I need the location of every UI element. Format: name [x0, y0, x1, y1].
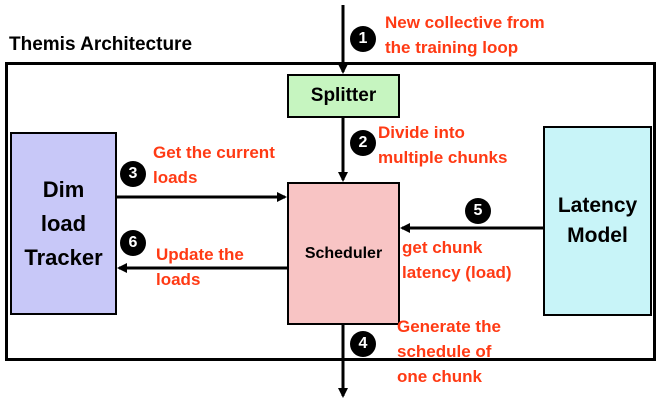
latency-line-1: Latency — [557, 194, 638, 217]
step-1-badge: 1 — [350, 26, 376, 52]
step-4-label: Generate the schedule of one chunk — [397, 314, 501, 389]
latency-line-2: Model — [567, 224, 628, 247]
tracker-line-2: load — [40, 210, 87, 236]
step-1-label: New collective from the training loop — [385, 10, 545, 60]
architecture-frame — [5, 62, 656, 361]
step-5-badge: 5 — [465, 198, 491, 224]
step-2-label: Divide into multiple chunks — [378, 120, 507, 170]
step-3-badge: 3 — [120, 161, 146, 187]
step-5-label: get chunk latency (load) — [402, 235, 512, 285]
scheduler-box: Scheduler — [287, 182, 400, 325]
tracker-line-1: Dim — [42, 176, 85, 202]
step-3-line-2: loads — [153, 168, 198, 187]
step-3-line-1: Get the current — [153, 143, 275, 162]
step-2-badge: 2 — [350, 130, 376, 156]
step-4-line-1: Generate the — [397, 317, 501, 336]
step-4-line-3: one chunk — [397, 367, 483, 386]
dim-load-tracker-box: Dim load Tracker — [10, 132, 117, 315]
step-2-line-1: Divide into — [378, 123, 465, 142]
step-1-line-2: the training loop — [385, 38, 519, 57]
tracker-line-3: Tracker — [24, 244, 103, 270]
step-6-line-2: loads — [156, 270, 201, 289]
step-4-badge: 4 — [350, 331, 376, 357]
step-1-line-1: New collective from — [385, 13, 545, 32]
step-6-line-1: Update the — [156, 245, 244, 264]
step-4-line-2: schedule of — [397, 342, 492, 361]
latency-model-box: Latency Model — [543, 126, 652, 316]
splitter-box: Splitter — [287, 74, 400, 118]
step-6-label: Update the loads — [156, 242, 244, 292]
step-3-label: Get the current loads — [153, 140, 275, 190]
diagram-title: Themis Architecture — [9, 34, 193, 55]
step-5-line-1: get chunk — [402, 238, 483, 257]
step-5-line-2: latency (load) — [402, 263, 512, 282]
step-2-line-2: multiple chunks — [378, 148, 508, 167]
step-6-badge: 6 — [120, 230, 146, 256]
